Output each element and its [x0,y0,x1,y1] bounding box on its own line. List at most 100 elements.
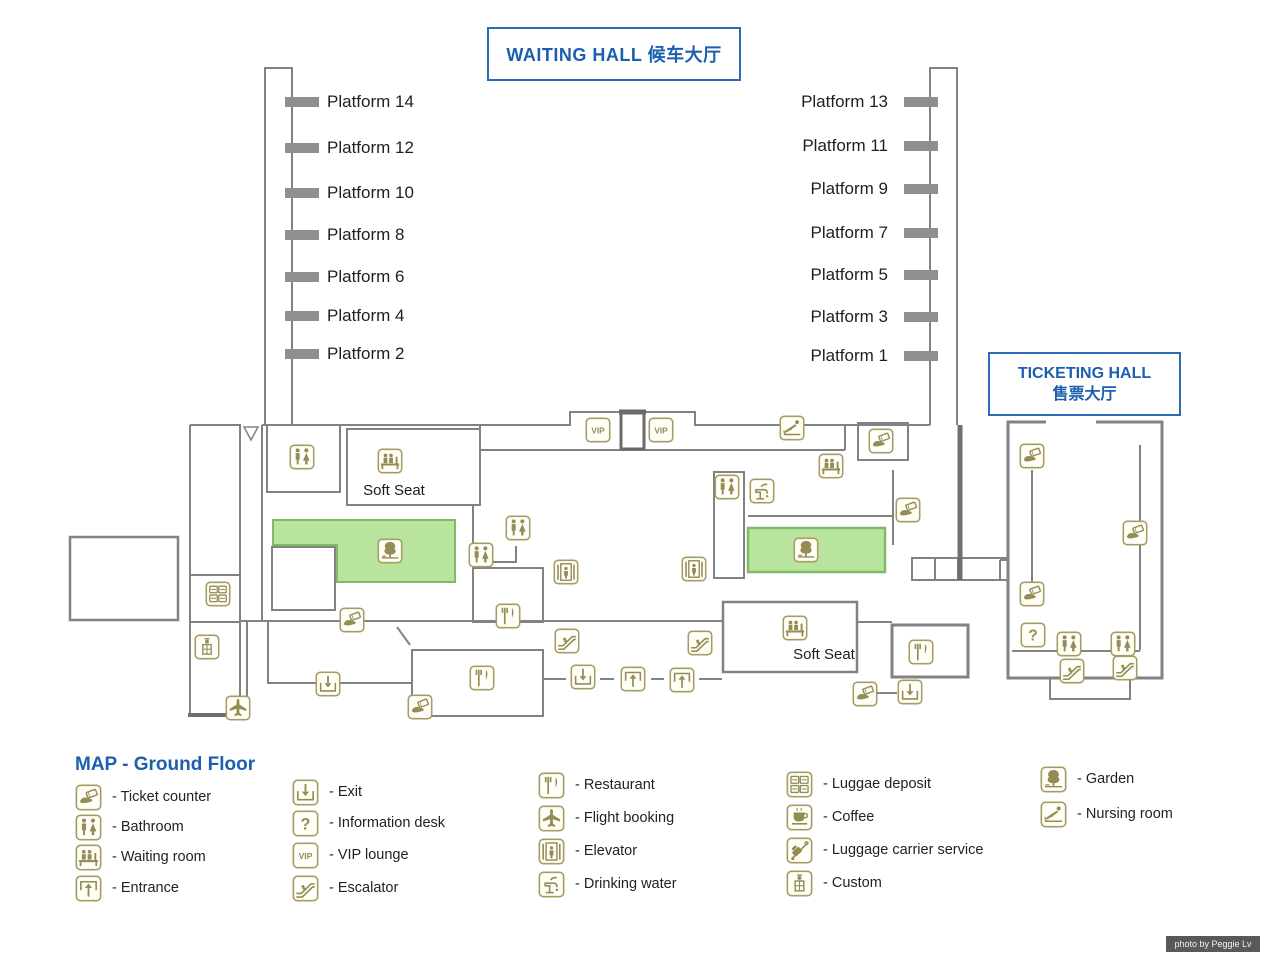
ticketing-hall-opening [1046,416,1096,426]
legend-item-label: - Bathroom [112,819,184,835]
legend-item-label: - Exit [329,784,363,800]
ticketing-hall-title-line2: 售票大厅 [1052,386,1117,403]
escalator-icon [292,875,319,902]
legend-item-label: - Luggae deposit [823,776,932,792]
bathroom-icon [75,814,102,841]
restaurant-icon [469,665,495,691]
entrance-icon [75,875,102,902]
platform-label: Platform 2 [327,344,405,363]
ticket-counter-icon [75,784,102,811]
bathroom-icon [289,444,315,470]
legend-item-label: - Information desk [329,815,446,831]
platform-bar [285,230,319,240]
legend-item-label: - Drinking water [575,876,677,892]
platform-bar [285,143,319,153]
legend-item-label: - Elevator [575,843,638,859]
platform-label: Platform 14 [327,92,414,111]
exit-icon [897,679,923,705]
legend-item-label: - Waiting room [112,849,206,865]
platform-label: Platform 9 [810,179,888,198]
waiting-hall-title-text: WAITING HALL 候车大厅 [506,45,722,65]
garden-icon [377,538,403,564]
bathroom-icon [1110,631,1136,657]
platform-label: Platform 6 [327,267,405,286]
platform-bar [904,97,938,107]
legend-item-label: - Nursing room [1077,806,1173,822]
vip-icon [292,842,319,869]
waiting-room-icon [377,448,403,474]
platform-label: Platform 3 [810,307,888,326]
ticketing-hall-title-line1: TICKETING HALL [1017,365,1152,382]
nursing-icon [1040,801,1067,828]
nursing-icon [779,415,805,441]
restaurant-icon [495,603,521,629]
legend-item-label: - Luggage carrier service [823,842,984,858]
flight-icon [225,695,251,721]
garden-areas [272,519,887,583]
ticket-counter-icon [339,607,365,633]
platform-label: Platform 5 [810,265,888,284]
luggage-deposit-icon [786,771,813,798]
ticket-counter-icon [407,694,433,720]
waiting-room-icon [75,844,102,871]
watermark: photo by Peggie Lv [1166,936,1260,952]
drinking-water-icon [749,478,775,504]
exit-icon [315,671,341,697]
soft-seat-label: Soft Seat [363,482,425,499]
elevator-icon [681,556,707,582]
platform-bar [285,311,319,321]
garden-icon [793,537,819,563]
waiting-room-icon [818,453,844,479]
bathroom-icon [714,474,740,500]
ticket-counter-icon [895,497,921,523]
luggage-deposit-icon [205,581,231,607]
platform-label: Platform 7 [810,223,888,242]
ticket-counter-icon [1019,443,1045,469]
information-icon [292,810,319,837]
platform-bar [904,351,938,361]
exit-icon [292,779,319,806]
luggage-carrier-icon [786,837,813,864]
ticket-counter-icon [868,428,894,454]
ticket-counter-icon [1122,520,1148,546]
elevator-icon [553,559,579,585]
platform-label: Platform 4 [327,306,405,325]
bathroom-icon [468,542,494,568]
platform-bar [904,228,938,238]
custom-icon [786,870,813,897]
platform-label: Platform 11 [802,136,888,155]
entrance-icon [620,666,646,692]
vip-icon [648,417,674,443]
platform-label: Platform 12 [327,138,414,157]
legend-item-label: - Flight booking [575,810,675,826]
bathroom-icon [1056,631,1082,657]
platform-label: Platform 10 [327,183,414,202]
platform-bar [904,184,938,194]
bathroom-icon [505,515,531,541]
ticketing-hall-title: TICKETING HALL 售票大厅 [988,352,1181,416]
legend-item-label: - Garden [1077,771,1135,787]
platform-bar [285,188,319,198]
legend-item-label: - VIP lounge [329,847,409,863]
escalator-icon [1059,658,1085,684]
escalator-icon [1112,655,1138,681]
vip-icon [585,417,611,443]
ticket-counter-icon [1019,581,1045,607]
platform-bar [904,312,938,322]
platform-bar [904,270,938,280]
platform-bar [285,272,319,282]
escalator-icon [687,630,713,656]
platform-label: Platform 8 [327,225,405,244]
ticket-counter-icon [852,681,878,707]
legend-item-label: - Ticket counter [112,789,212,805]
custom-icon [194,634,220,660]
information-icon [1020,622,1046,648]
legend-item-label: - Escalator [329,880,399,896]
escalator-icon [554,628,580,654]
platform-label: Platform 1 [810,346,888,365]
restaurant-icon [908,639,934,665]
entrance-icon [669,667,695,693]
waiting-hall-title: WAITING HALL 候车大厅 [487,27,741,81]
